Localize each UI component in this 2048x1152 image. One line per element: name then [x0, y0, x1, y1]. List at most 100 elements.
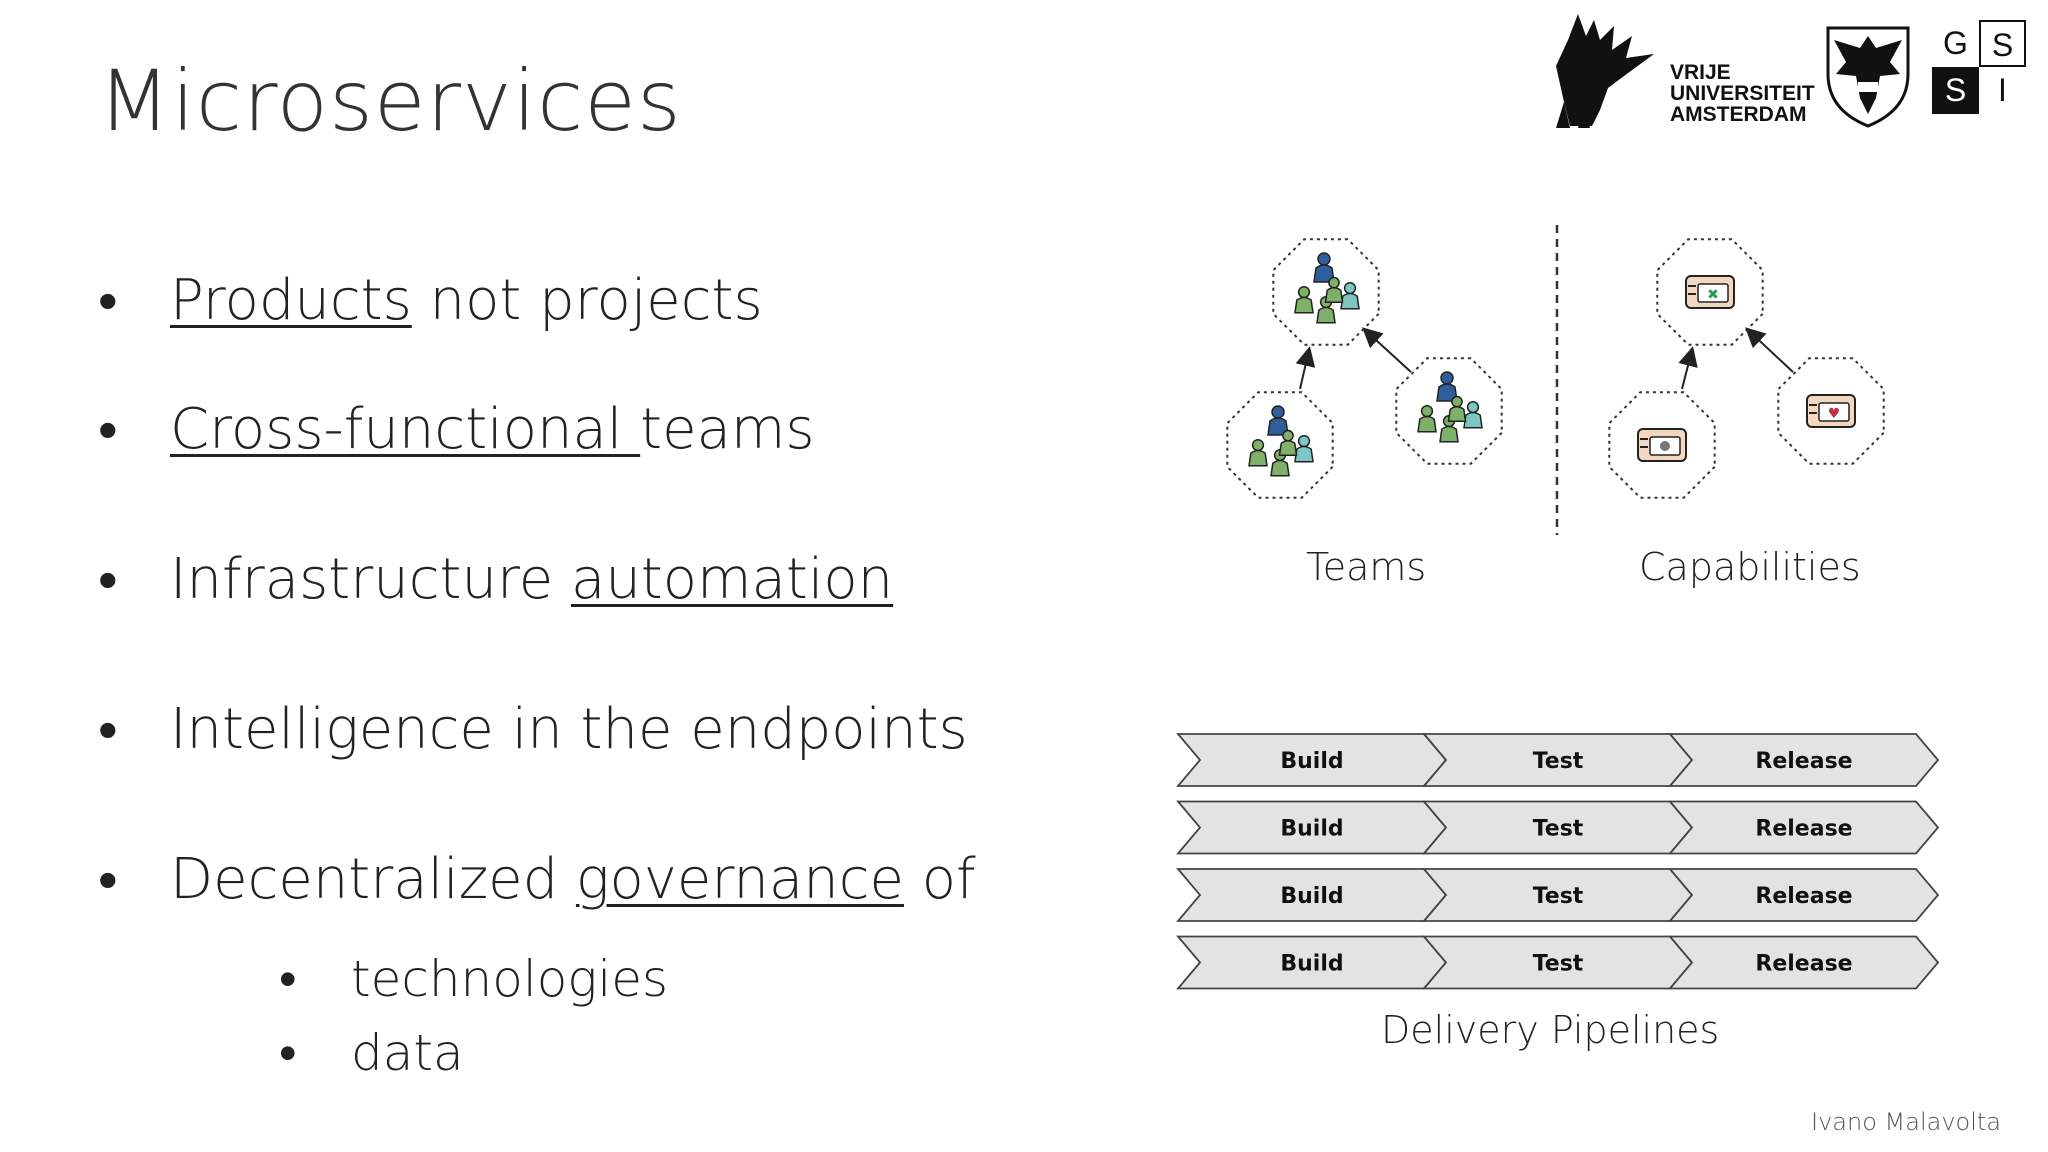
gssi-cell: S	[1979, 20, 2026, 67]
pipeline-stage-arrow	[1668, 868, 1940, 922]
person-head	[1343, 281, 1357, 295]
bullet-item: •Decentralized governance of	[98, 847, 976, 913]
vu-line: UNIVERSITEIT	[1670, 82, 1815, 105]
capability-icon: ✖	[1685, 275, 1735, 309]
capability-mark: ♥	[1828, 406, 1841, 422]
person-body	[1340, 292, 1360, 310]
bullet-item: • Cross-functional teams	[98, 397, 815, 463]
pipeline-stage-arrow	[1668, 800, 1940, 855]
teams-label: Teams	[1306, 545, 1427, 589]
person-head	[1420, 404, 1434, 418]
bullet-text: teams	[640, 397, 815, 462]
team-node	[1272, 238, 1380, 346]
capability-inner	[1818, 402, 1850, 422]
person-head	[1297, 434, 1311, 448]
person-body	[1267, 417, 1289, 436]
vu-line: VRIJE	[1670, 61, 1731, 84]
vu-wordmark: VRIJE UNIVERSITEIT AMSTERDAM	[1670, 62, 1815, 125]
capability-inner	[1697, 283, 1729, 303]
bullet-dot: •	[279, 1024, 297, 1082]
bullet-item: • Intelligence in the endpoints	[98, 697, 968, 763]
pipeline-row: Build Test Release	[1176, 733, 1940, 787]
capability-icon: ♥	[1806, 394, 1856, 428]
person-body	[1447, 406, 1467, 422]
team-icon	[1417, 371, 1483, 443]
person-head	[1297, 285, 1311, 299]
person-body	[1436, 383, 1458, 402]
pipeline-stage-label: Build	[1280, 817, 1343, 842]
dependency-arrow	[1362, 327, 1412, 373]
bullet-list: • Products not projects • Cross-functional…	[98, 268, 976, 1082]
pipeline-stage-arrow	[1668, 935, 1940, 990]
team-node	[1395, 357, 1503, 465]
team-icon	[1294, 252, 1360, 324]
author-credit: Ivano Malavolta	[1811, 1108, 2001, 1136]
person-head	[1451, 395, 1463, 408]
bullet-text: of	[903, 847, 976, 912]
capability-icon	[1637, 428, 1687, 462]
dependency-arrow	[1745, 327, 1794, 373]
sub-bullet-text: data	[351, 1024, 464, 1082]
person-head	[1317, 252, 1331, 266]
sub-bullet-item: • data	[279, 1024, 464, 1082]
pipeline-stage-label: Build	[1280, 749, 1343, 774]
gssi-cell: S	[1932, 67, 1979, 114]
dependency-arrow	[1678, 346, 1698, 390]
gssi-cell: I	[1979, 67, 2026, 114]
team-node	[1226, 391, 1334, 499]
pipeline-stage-label: Test	[1533, 817, 1584, 842]
dependency-arrow	[1295, 346, 1316, 390]
bullet-dot: •	[279, 950, 297, 1008]
person-head	[1271, 405, 1285, 419]
person-body	[1294, 296, 1314, 314]
bullet-text: Intelligence in the endpoints	[170, 697, 968, 762]
bullet-item: •Infrastructure automation	[98, 547, 894, 613]
bullet-text: not projects	[411, 268, 763, 333]
pipeline-row: Build Test Release	[1176, 800, 1940, 855]
pipelines-label: Delivery Pipelines	[1381, 1008, 1720, 1052]
person-body	[1270, 459, 1290, 477]
logo-area: VRIJE UNIVERSITEIT AMSTERDAM G S S I	[1550, 6, 2040, 136]
bullet-underlined-text: Products	[170, 268, 412, 333]
sub-bullet-item: • technologies	[279, 950, 669, 1008]
bullet-item: • Products not projects	[98, 268, 763, 334]
bullet-dot: •	[98, 698, 118, 763]
pipeline-stage-label: Test	[1533, 749, 1584, 774]
sub-bullet-text: technologies	[351, 950, 669, 1008]
pipeline-stage-label: Release	[1755, 952, 1852, 977]
person-body	[1324, 287, 1344, 303]
vu-griffin-logo	[1556, 14, 1654, 128]
person-head	[1251, 438, 1265, 452]
pipeline-stage-label: Test	[1533, 952, 1584, 977]
team-icon	[1248, 405, 1314, 477]
pipeline-stage-label: Build	[1280, 952, 1343, 977]
pipeline-stage-label: Release	[1755, 817, 1852, 842]
bullet-text: Decentralized	[170, 847, 576, 912]
bullet-underlined-text: automation	[571, 547, 894, 612]
bullet-underlined-text: governance	[575, 847, 904, 912]
person-body	[1313, 264, 1335, 283]
gssi-logo: G S S I	[1932, 20, 2028, 116]
person-body	[1417, 415, 1437, 433]
person-body	[1248, 449, 1268, 467]
slide-title: Microservices	[98, 52, 682, 150]
eagle-crest-logo	[1826, 26, 1910, 128]
person-head	[1440, 371, 1454, 385]
pipeline-stage-label: Release	[1755, 749, 1852, 774]
pipeline-stage-label: Test	[1533, 884, 1584, 909]
person-head	[1282, 429, 1294, 442]
pipeline-stage-arrow	[1668, 733, 1940, 787]
capabilities-label: Capabilities	[1639, 545, 1861, 589]
vu-line: AMSTERDAM	[1670, 103, 1807, 126]
bullet-dot: •	[98, 269, 118, 334]
bullet-underlined-text: Cross-functional	[170, 397, 641, 462]
bullet-dot: •	[98, 398, 118, 463]
pipeline-row: Build Test Release	[1176, 935, 1940, 990]
person-body	[1278, 440, 1298, 456]
capability-mark: ✖	[1707, 287, 1719, 303]
person-body	[1316, 306, 1336, 324]
bullet-text: Infrastructure	[170, 547, 571, 612]
